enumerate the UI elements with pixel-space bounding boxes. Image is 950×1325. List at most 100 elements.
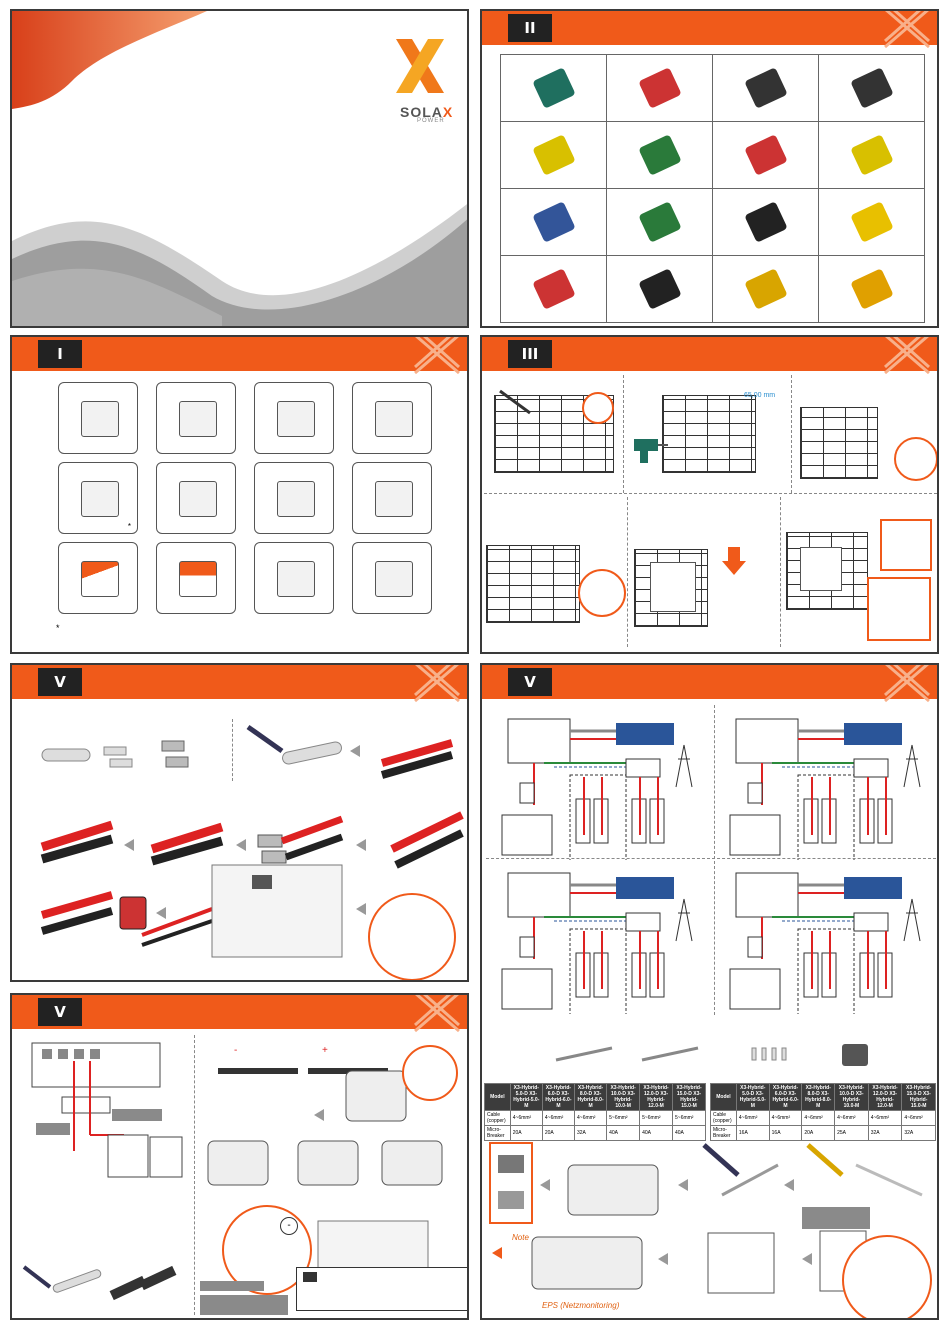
tool-cell [606, 54, 713, 122]
label-box [36, 1123, 70, 1135]
screw-ot-terminal-icon [277, 481, 315, 517]
tool-cell [818, 54, 925, 122]
section-numeral: III [508, 340, 552, 368]
table-header-model: Model [710, 1083, 737, 1111]
dimension-label: 65,00 mm [744, 392, 776, 399]
crimp-tool-orange-icon [744, 268, 788, 310]
wiring-diagram [729, 718, 921, 860]
packing-tile [352, 542, 432, 614]
table-header-cell: X3-Hybrid-8.0-D X3-Hybrid-8.0-M [801, 1083, 836, 1111]
warning-box [802, 1207, 870, 1229]
table-cell: Micro-Breaker [484, 1125, 511, 1141]
terminal-set-icon [375, 481, 413, 517]
section-header: I [12, 337, 467, 375]
polarity-plus: + [322, 1045, 328, 1056]
tools-panel: II [480, 9, 939, 328]
wall-step2 [662, 395, 756, 473]
section-numeral: V [508, 668, 552, 696]
battery-wiring-diagram [31, 1042, 183, 1178]
tool-cell [500, 54, 607, 122]
table-header-cell: X3-Hybrid-15.0-D X3-Hybrid-15.0-M [672, 1083, 706, 1111]
packing-grid: * [12, 337, 467, 652]
tool-cell [818, 121, 925, 189]
inverter-icon [81, 401, 119, 437]
table-cell: 40A [672, 1125, 706, 1141]
bracket-icon [179, 401, 217, 437]
pencil-icon [499, 389, 531, 415]
spirit-level-icon [850, 268, 894, 310]
section-header: II [482, 11, 937, 49]
table-header-cell: X3-Hybrid-15.0-D X3-Hybrid-15.0-M [901, 1083, 936, 1111]
section-numeral: II [508, 14, 552, 42]
packing-panel: I * * [10, 335, 469, 654]
tool-cell [500, 255, 607, 323]
screwdriver-icon [744, 67, 788, 109]
cable-accessories-illustration [555, 1044, 868, 1066]
table-header-cell: X3-Hybrid-12.0-D X3-Hybrid-12.0-M [867, 1083, 903, 1111]
pv-plug-icon [179, 481, 217, 517]
pv-connection-panel: V [10, 663, 469, 982]
ratchet-wrench-icon [850, 67, 894, 109]
section-header: III [482, 337, 937, 375]
wire-cutter-icon [638, 134, 682, 176]
tool-cell [606, 121, 713, 189]
crimp-battery-illustration [22, 1265, 177, 1301]
x-watermark-icon [414, 665, 460, 703]
wiring-diagram [729, 872, 921, 1014]
packing-tile [352, 382, 432, 454]
hand-pointer-icon [303, 1272, 317, 1282]
mounting-panel: III 65,00 mm [480, 335, 939, 654]
table-cell: 32A [573, 1125, 608, 1141]
table-header-cell: X3-Hybrid-5.0-D X3-Hybrid-5.0-M [735, 1083, 770, 1111]
table-header-cell: X3-Hybrid-5.0-D X3-Hybrid-5.0-M [509, 1083, 543, 1111]
tool-cell [712, 121, 819, 189]
brand-sub: POWER [417, 118, 445, 124]
wall-step4 [486, 545, 580, 623]
x-watermark-icon [884, 337, 930, 375]
packing-tile [156, 542, 236, 614]
multimeter-icon [638, 67, 682, 109]
tool-cell [712, 255, 819, 323]
solax-logo-icon [396, 39, 444, 93]
section-header: V [482, 665, 937, 703]
hex-key-icon [638, 201, 682, 243]
section-numeral: V [38, 998, 82, 1026]
detail-circle [894, 437, 937, 481]
wiring-diagram [501, 872, 693, 1014]
inverter-mounted [650, 562, 696, 612]
detail-circle [402, 1045, 458, 1101]
table-header-cell: X3-Hybrid-10.0-D X3-Hybrid-10.0-M [834, 1083, 869, 1111]
tool-cell [818, 188, 925, 256]
inverter-mounted-final [800, 547, 842, 591]
table-header-cell: X3-Hybrid-12.0-D X3-Hybrid-12.0-M [639, 1083, 673, 1111]
packing-tile [352, 462, 432, 534]
battery-connection-panel: V - + - [10, 993, 469, 1320]
packing-tile [58, 382, 138, 454]
packing-tile: * [58, 462, 138, 534]
x-watermark-icon [884, 11, 930, 49]
packing-tile [58, 542, 138, 614]
drill-icon [532, 67, 576, 109]
x-watermark-icon [884, 665, 930, 703]
packing-tile [254, 462, 334, 534]
packing-tile [254, 542, 334, 614]
table-cell: Micro-Breaker [710, 1125, 737, 1141]
drill-icon [634, 439, 668, 463]
note-box [296, 1267, 467, 1311]
ac-connector-icon [81, 481, 119, 517]
table-header-cell: X3-Hybrid-10.0-D X3-Hybrid-10.0-M [606, 1083, 641, 1111]
detail-circle [368, 893, 456, 980]
crimp-tool-blue-icon [532, 201, 576, 243]
packing-tile [254, 382, 334, 454]
section-header: V [12, 995, 467, 1033]
label-box [112, 1109, 162, 1121]
rubber-mallet-icon [744, 201, 788, 243]
packing-tile [156, 382, 236, 454]
marker-pen-icon [638, 268, 682, 310]
ac-connector-steps [489, 1142, 923, 1294]
section-numeral: I [38, 340, 82, 368]
table-cell: 32A [901, 1125, 936, 1141]
detail-circle [867, 577, 931, 641]
section-numeral: V [38, 668, 82, 696]
